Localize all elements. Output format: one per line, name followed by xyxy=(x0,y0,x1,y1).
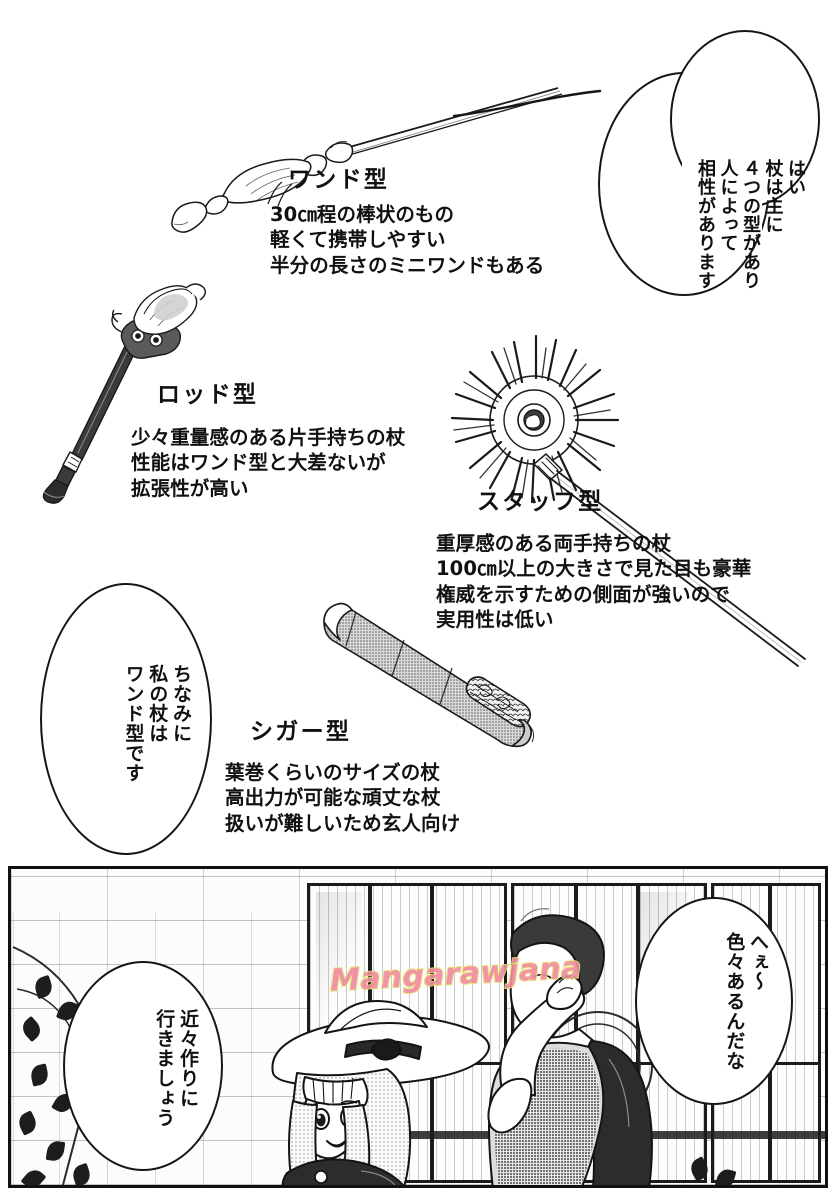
balloon-lets-go-text: 近々作りに 行きましょう xyxy=(153,1008,199,1128)
tall-companion xyxy=(487,908,653,1185)
oval-balloon-my-wand: ちなみに 私の杖は ワンド型です xyxy=(40,583,212,855)
witch-girl xyxy=(271,1000,490,1185)
staff-type-label: スタッフ型 xyxy=(477,489,604,515)
rod-illustration xyxy=(30,240,210,510)
balloon-tail-intro xyxy=(452,89,602,118)
street-scene-panel: 近々作りに 行きましょう へぇ～ 色々あるんだな xyxy=(8,866,828,1188)
rod-type-label: ロッド型 xyxy=(157,382,259,408)
oval-balloon-lets-make-one: 近々作りに 行きましょう xyxy=(63,961,223,1171)
wand-type-label: ワンド型 xyxy=(288,167,390,193)
cigar-type-description: 葉巻くらいのサイズの杖 高出力が可能な頑丈な杖 扱いが難しいため玄人向け xyxy=(225,761,461,835)
balloon-my-wand-text: ちなみに 私の杖は ワンド型です xyxy=(122,663,193,783)
cigar-type-label: シガー型 xyxy=(250,719,352,745)
oval-balloon-so-many: へぇ～ 色々あるんだな xyxy=(635,897,793,1105)
wand-type-description: 30㎝程の棒状のもの 軽くて携帯しやすい 半分の長さのミニワンドもある xyxy=(270,203,545,277)
staff-illustration xyxy=(450,328,828,668)
balloon-merge-mask-2 xyxy=(686,68,752,108)
rod-type-description: 少々重量感のある片手持ちの杖 性能はワンド型と大差ないが 拡張性が高い xyxy=(131,426,406,500)
balloon-merge-mask-1 xyxy=(682,84,762,234)
cigar-illustration xyxy=(318,592,568,762)
wand-illustration xyxy=(150,82,570,233)
balloon-intro-text: はい 杖は主に ４つの型があり 人によって 相性があります xyxy=(695,158,806,290)
staff-type-description: 重厚感のある両手持ちの杖 100㎝以上の大きさで見た目も豪華 権威を示すための側… xyxy=(436,532,752,632)
cloud-balloon-intro: はい 杖は主に ４つの型があり 人によって 相性があります xyxy=(586,28,822,300)
balloon-wow-text: へぇ～ 色々あるんだな xyxy=(723,931,769,1071)
